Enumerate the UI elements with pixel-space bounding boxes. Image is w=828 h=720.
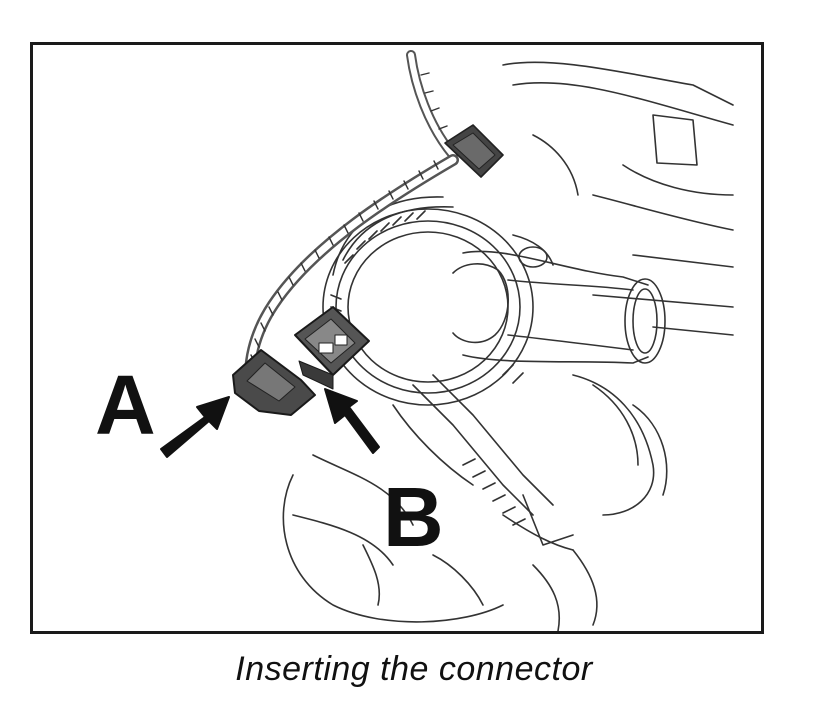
figure-frame: A B [30,42,764,634]
engine-housing-lines [502,61,734,336]
upper-connector [444,124,504,178]
pump-line-drawing [160,50,734,631]
arrow-b [324,388,380,454]
arrow-a [160,396,230,458]
lower-bracket [392,364,668,551]
outlet-pipe [452,250,666,364]
callout-label-a: A [95,358,156,452]
connector-a [232,349,316,416]
connector-b [294,306,370,390]
callout-label-b: B [383,470,444,564]
wiring-harness [244,50,459,391]
figure-caption: Inserting the connector [235,650,593,688]
lower-housing [282,454,598,631]
